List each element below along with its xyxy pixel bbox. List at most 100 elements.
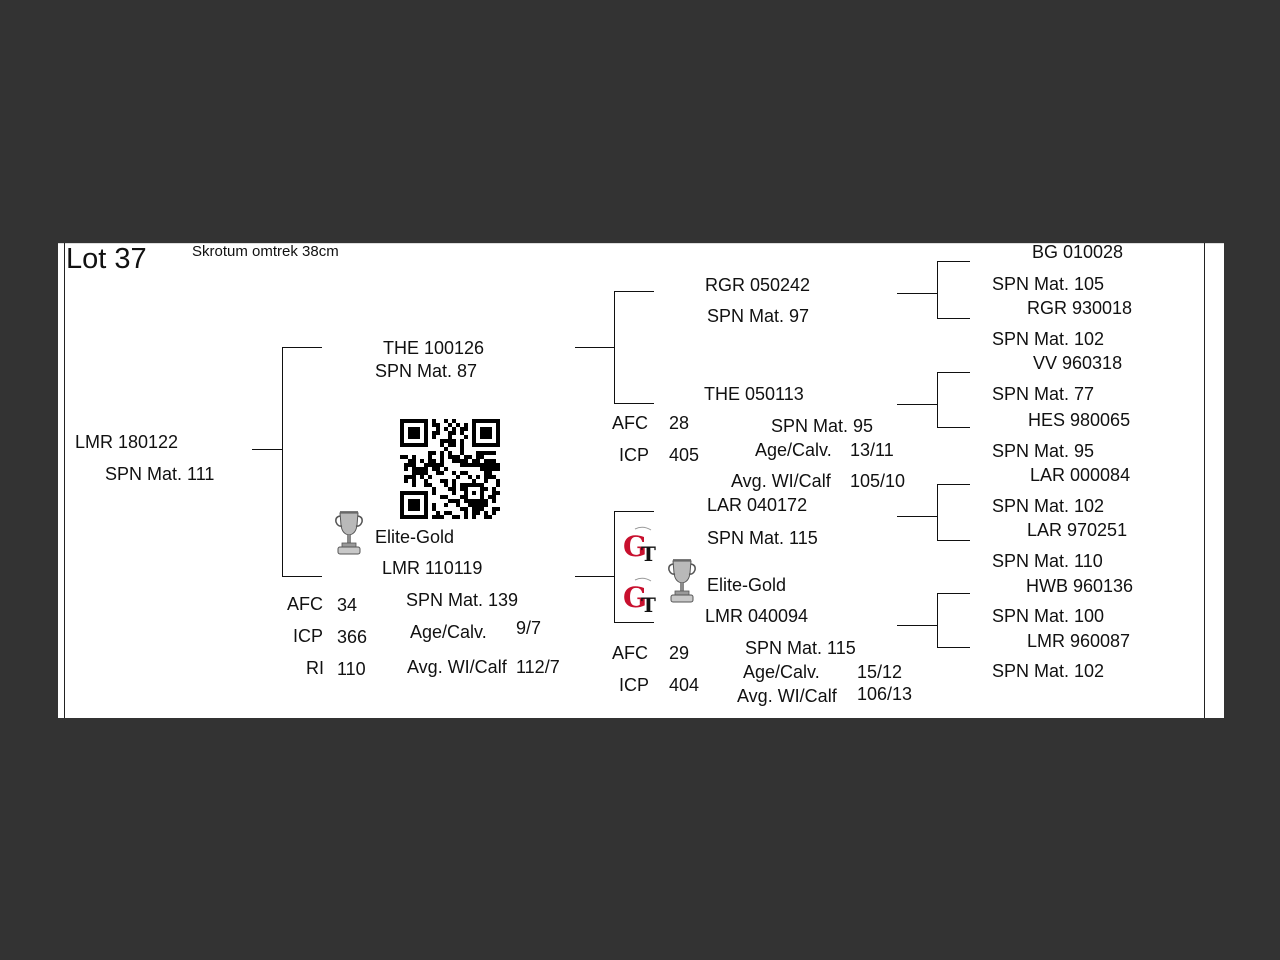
sire-sire-id: RGR 050242 <box>705 275 811 295</box>
ancestor-id: RGR 930018 <box>1027 298 1133 318</box>
dam-spn: SPN Mat. 139 <box>406 590 519 610</box>
svg-text:T: T <box>641 542 656 565</box>
dam-dam-badge: Elite-Gold <box>707 575 787 595</box>
ancestor-id: VV 960318 <box>1033 353 1123 373</box>
animal-id: LMR 180122 <box>75 432 179 452</box>
connector-line <box>897 404 937 405</box>
connector-line <box>575 576 615 577</box>
lot-title: Lot 37 <box>66 243 147 275</box>
dam-ri-label: RI <box>306 658 324 678</box>
dam-dam-age-label: Age/Calv. <box>743 662 820 682</box>
connector-line <box>614 403 654 404</box>
connector-line <box>614 291 615 403</box>
connector-line <box>937 484 938 540</box>
ancestor-spn: SPN Mat. 77 <box>992 384 1095 404</box>
ancestor-id: LAR 970251 <box>1027 520 1128 540</box>
dam-sire-id: LAR 040172 <box>707 495 808 515</box>
sire-dam-icp-label: ICP <box>619 445 650 465</box>
lot-note: Skrotum omtrek 38cm <box>192 243 339 260</box>
pedigree-card: Lot 37 Skrotum omtrek 38cm LMR 180122 SP… <box>58 243 1224 718</box>
connector-line <box>937 372 938 427</box>
card-left-border <box>64 243 65 718</box>
svg-text:T: T <box>641 593 656 616</box>
connector-line <box>937 484 970 485</box>
dam-icp-value: 366 <box>337 627 368 647</box>
ancestor-id: HWB 960136 <box>1026 576 1134 596</box>
animal-spn: SPN Mat. 111 <box>105 464 215 484</box>
sire-dam-age-label: Age/Calv. <box>755 440 832 460</box>
dam-id: LMR 110119 <box>382 558 483 578</box>
ancestor-spn: SPN Mat. 100 <box>992 606 1105 626</box>
connector-line <box>897 625 937 626</box>
trophy-icon <box>335 511 363 555</box>
dam-afc-label: AFC <box>287 594 323 614</box>
card-right-border <box>1204 243 1205 718</box>
connector-line <box>282 347 322 348</box>
dam-dam-spn: SPN Mat. 115 <box>745 638 856 658</box>
sire-dam-afc-value: 28 <box>669 413 690 433</box>
dam-age-label: Age/Calv. <box>410 622 487 642</box>
card-top-edge <box>58 243 1224 244</box>
ancestor-spn: SPN Mat. 102 <box>992 661 1105 681</box>
ancestor-id: LMR 960087 <box>1027 631 1131 651</box>
dam-wi-label: Avg. WI/Calf <box>407 657 507 677</box>
dam-icp-label: ICP <box>293 626 324 646</box>
sire-dam-wi-value: 105/10 <box>850 471 906 491</box>
ancestor-spn: SPN Mat. 105 <box>992 274 1105 294</box>
dam-wi-value: 112/7 <box>516 657 560 677</box>
connector-line <box>937 647 970 648</box>
ancestor-id: BG 010028 <box>1032 243 1124 262</box>
sire-sire-spn: SPN Mat. 97 <box>707 306 810 326</box>
connector-line <box>897 516 937 517</box>
dam-dam-afc-value: 29 <box>669 643 690 663</box>
connector-line <box>614 291 654 292</box>
connector-line <box>282 347 283 576</box>
connector-line <box>614 622 654 623</box>
connector-line <box>614 511 654 512</box>
connector-line <box>937 261 938 318</box>
sire-dam-id: THE 050113 <box>704 384 804 404</box>
connector-line <box>937 261 970 262</box>
connector-line <box>614 511 615 622</box>
dam-ri-value: 110 <box>337 659 366 679</box>
sire-dam-spn: SPN Mat. 95 <box>771 416 874 436</box>
dam-age-value: 9/7 <box>516 618 542 638</box>
connector-line <box>937 593 970 594</box>
connector-line <box>937 372 970 373</box>
ancestor-id: HES 980065 <box>1028 410 1131 430</box>
dam-badge: Elite-Gold <box>375 527 455 547</box>
ancestor-spn: SPN Mat. 95 <box>992 441 1095 461</box>
dam-dam-icp-label: ICP <box>619 675 650 695</box>
trophy-icon <box>668 559 696 603</box>
sire-dam-age-value: 13/11 <box>850 440 894 460</box>
ancestor-spn: SPN Mat. 110 <box>992 551 1103 571</box>
connector-line <box>897 293 937 294</box>
sire-id: THE 100126 <box>383 338 485 358</box>
ancestor-id: LAR 000084 <box>1030 465 1131 485</box>
svg-text:G: G <box>623 581 647 614</box>
sire-dam-icp-value: 405 <box>669 445 700 465</box>
sire-spn: SPN Mat. 87 <box>375 361 478 381</box>
dam-sire-spn: SPN Mat. 115 <box>707 528 818 548</box>
dam-dam-id: LMR 040094 <box>705 606 809 626</box>
svg-text:G: G <box>623 530 647 563</box>
connector-line <box>282 576 322 577</box>
dam-afc-value: 34 <box>337 595 358 615</box>
connector-line <box>937 318 970 319</box>
connector-line <box>575 347 615 348</box>
ancestor-spn: SPN Mat. 102 <box>992 329 1105 349</box>
dam-dam-afc-label: AFC <box>612 643 648 663</box>
dam-dam-wi-value: 106/13 <box>857 684 913 704</box>
gt-logo-icon: G T <box>623 577 656 616</box>
sire-dam-wi-label: Avg. WI/Calf <box>731 471 831 491</box>
connector-line <box>937 427 970 428</box>
connector-line <box>937 540 970 541</box>
sire-dam-afc-label: AFC <box>612 413 648 433</box>
connector-line <box>252 449 283 450</box>
ancestor-spn: SPN Mat. 102 <box>992 496 1105 516</box>
gt-logo-icon: G T <box>623 526 656 565</box>
connector-line <box>937 593 938 647</box>
qr-code <box>400 419 500 519</box>
dam-dam-wi-label: Avg. WI/Calf <box>737 686 837 706</box>
dam-dam-age-value: 15/12 <box>857 662 903 682</box>
